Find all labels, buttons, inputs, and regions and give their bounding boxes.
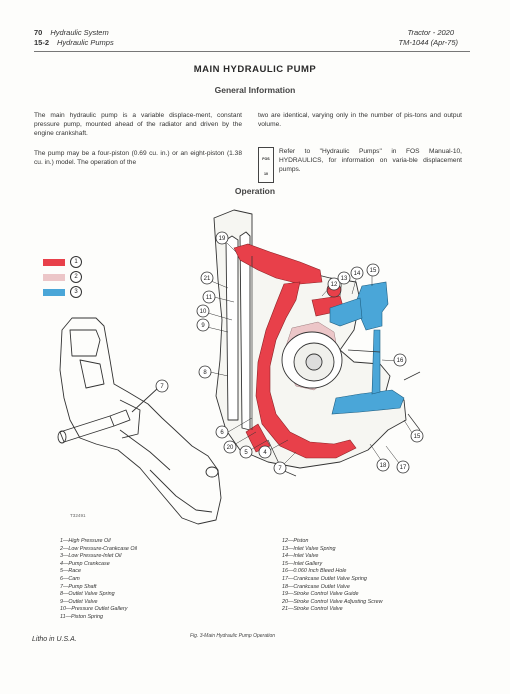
callout-14: 14 <box>354 271 361 277</box>
captions-left: 1—High Pressure Oil 2—Low Pressure-Crank… <box>60 538 137 622</box>
callouts: 19 21 11 10 9 8 7 12 13 14 15 16 15 17 1… <box>155 231 424 475</box>
callout-20: 20 <box>227 445 234 451</box>
caption-item: 5—Race <box>60 568 81 575</box>
caption-item: 3—Low Pressure-Inlet Oil <box>60 553 122 560</box>
callout-17: 17 <box>400 465 407 471</box>
legend-swatch-inlet <box>43 289 65 296</box>
caption-item: 15—Inlet Gallery <box>282 560 323 567</box>
caption-item: 19—Stroke Control Valve Guide <box>282 591 359 598</box>
figure-code: T32491 <box>70 513 86 518</box>
callout-11: 11 <box>206 295 213 301</box>
high-pressure-channel-left <box>255 281 357 459</box>
main-title: MAIN HYDRAULIC PUMP <box>193 64 317 75</box>
fos-label: FOS <box>262 157 270 161</box>
callout-21: 21 <box>204 276 211 282</box>
callout-15-top: 15 <box>370 268 377 274</box>
body-paragraph-3: two are identical, varying only in the n… <box>258 112 462 128</box>
operation-title: Operation <box>234 186 276 196</box>
caption-item: 4—Pump Crankcase <box>60 560 110 567</box>
caption-item: 1—High Pressure Oil <box>60 538 111 544</box>
figure-caption: Fig. 3-Main Hydraulic Pump Operation <box>190 633 276 639</box>
pump-shaft-sketch <box>59 415 115 443</box>
legend-number-3: 3 <box>70 286 82 298</box>
body-paragraph-2: The pump may be a four-piston (0.69 cu. … <box>34 150 242 166</box>
header-left-line1: 70 Hydraulic System <box>34 28 109 37</box>
callout-7: 7 <box>160 384 164 390</box>
inlet-channel <box>329 297 363 327</box>
legend-swatch-crankcase <box>43 274 65 281</box>
body-paragraph-1: The main hydraulic pump is a variable di… <box>34 112 242 137</box>
caption-item: 11—Piston Spring <box>60 613 104 620</box>
header-title: Hydraulic System <box>50 28 109 37</box>
caption-item: 13—Inlet Valve Spring <box>282 545 336 552</box>
captions-right: 12—Piston 13—Inlet Valve Spring 14—Inlet… <box>282 538 383 614</box>
caption-item: 21—Stroke Control Valve <box>282 606 343 613</box>
caption-item: 18—Crankcase Outlet Valve <box>282 583 350 590</box>
caption-item: 12—Piston <box>282 538 309 544</box>
section-number: 15-2 <box>34 38 50 47</box>
header-right-title: Tractor - 2020 <box>407 28 454 37</box>
section-title: General Information <box>214 85 296 95</box>
callout-15: 15 <box>414 434 421 440</box>
callout-18: 18 <box>380 463 387 469</box>
fos-reference-icon: FOS 10 <box>258 147 274 183</box>
manual-date: (Apr-75) <box>430 38 458 47</box>
callout-13: 13 <box>341 276 348 282</box>
caption-item: 10—Pressure Outlet Gallery <box>60 606 128 613</box>
caption-item: 2—Low Pressure-Crankcase Oil <box>60 545 137 552</box>
caption-item: 9—Outlet Valve <box>60 598 98 605</box>
caption-item: 16—0.060 Inch Bleed Hole <box>282 568 347 575</box>
callout-16: 16 <box>397 358 404 364</box>
caption-item: 20—Stroke Control Valve Adjusting Screw <box>282 598 383 605</box>
footer-litho: Litho in U.S.A. <box>32 636 77 643</box>
caption-item: 7—Pump Shaft <box>60 583 97 590</box>
header-right-manual: TM-1044 (Apr-75) <box>399 38 458 47</box>
callout-10: 10 <box>200 309 207 315</box>
legend-swatch-high-pressure <box>43 259 65 266</box>
legend-number-1: 1 <box>70 256 82 268</box>
page-number: 70 <box>34 28 43 37</box>
callout-8: 8 <box>203 370 207 376</box>
callout-6: 6 <box>220 430 224 436</box>
manual-number: TM-1044 <box>398 38 429 47</box>
header-rule <box>34 51 470 52</box>
fos-number: 10 <box>264 172 268 176</box>
callout-12: 12 <box>331 282 338 288</box>
caption-item: 17—Crankcase Outlet Valve Spring <box>282 575 367 582</box>
inlet-gallery <box>331 389 405 415</box>
callout-7b: 7 <box>278 466 282 472</box>
header-subtitle: Hydraulic Pumps <box>57 38 114 47</box>
fos-note: Refer to "Hydraulic Pumps" in FOS Manual… <box>279 148 462 173</box>
callout-4: 4 <box>263 450 267 456</box>
legend-number-2: 2 <box>70 271 82 283</box>
pump-housing-outline <box>59 317 222 525</box>
callout-9: 9 <box>201 323 205 329</box>
header-left-line2: 15-2 Hydraulic Pumps <box>34 38 114 47</box>
caption-item: 14—Inlet Valve <box>282 553 319 560</box>
callout-5: 5 <box>244 450 248 456</box>
caption-item: 6—Cam <box>60 575 80 582</box>
callout-19: 19 <box>219 236 226 242</box>
caption-item: 8—Outlet Valve Spring <box>60 591 115 598</box>
